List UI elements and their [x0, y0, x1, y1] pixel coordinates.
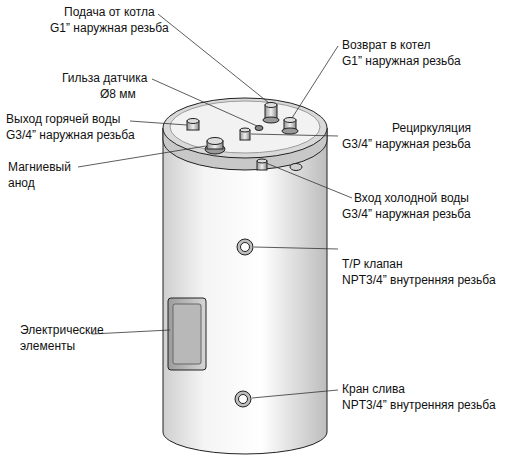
callout-label: G3/4” наружная резьба — [6, 127, 135, 143]
callout-label: Вход холодной воды — [354, 190, 469, 206]
callout-label: NPT3/4” внутренняя резьба — [342, 272, 496, 288]
callout-label: Рециркуляция — [392, 120, 471, 136]
callout-label: T/P клапан — [342, 256, 403, 272]
callout-label: Ø8 мм — [100, 86, 136, 102]
callout-label: Электрические элементы — [20, 322, 102, 354]
callout-label: G1” наружная резьба — [342, 53, 461, 69]
callout-label: Подача от котла — [64, 4, 155, 20]
callout-label: Кран слива — [342, 381, 405, 397]
callout-label: Магниевый анод — [8, 159, 80, 191]
fittings — [187, 103, 302, 171]
callout-label: G3/4” наружная резьба — [342, 206, 471, 222]
callout-label: NPT3/4” внутренняя резьба — [342, 397, 496, 413]
tank — [163, 98, 327, 454]
callout-label: Возврат в котел — [342, 37, 430, 53]
callout-label: G1” наружная резьба — [50, 20, 169, 36]
callout-label: Выход горячей воды — [6, 111, 120, 127]
callout-label: G3/4” наружная резьба — [342, 136, 471, 152]
callout-label: Гильза датчика — [62, 70, 147, 86]
